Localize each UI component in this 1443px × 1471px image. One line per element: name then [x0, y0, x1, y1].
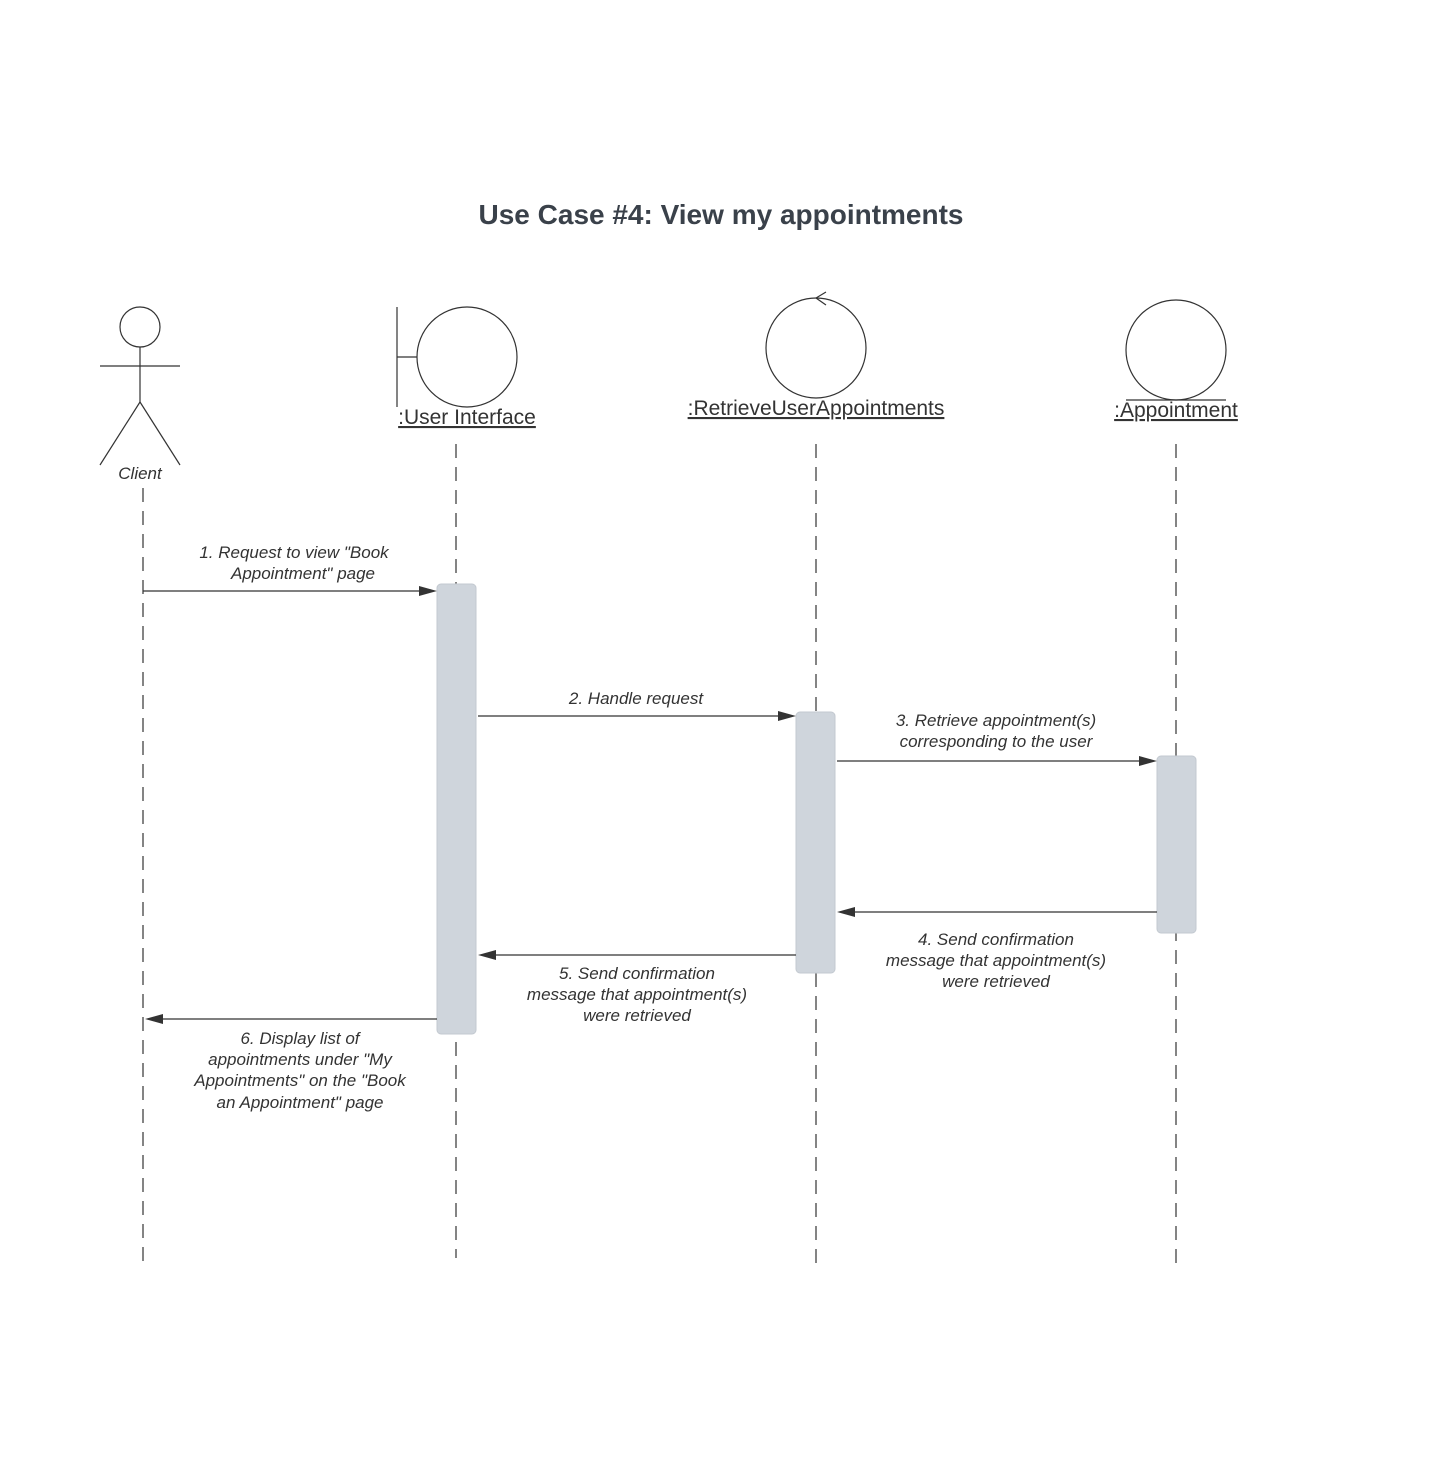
boundary-icon: [416, 306, 518, 408]
message-3-label: 3. Retrieve appointment(s): [896, 711, 1096, 730]
control-icon: [765, 297, 867, 399]
message-3: 3. Retrieve appointment(s) corresponding…: [837, 711, 1157, 766]
actor-client-label: Client: [118, 464, 163, 483]
message-6: 6. Display list of appointments under "M…: [145, 1014, 437, 1112]
message-3-arrowhead: [1139, 756, 1157, 766]
message-5-arrowhead: [478, 950, 496, 960]
activation-retrieve: [795, 711, 836, 974]
participant-appointment-label: :Appointment: [1114, 399, 1238, 422]
message-6-label: 6. Display list of: [240, 1029, 361, 1048]
message-2-label: 2. Handle request: [568, 689, 704, 708]
message-4-label: message that appointment(s): [886, 951, 1106, 970]
participant-retrieve-label: :RetrieveUserAppointments: [688, 397, 945, 420]
control-icon-arrow: [814, 291, 827, 306]
message-3-label: corresponding to the user: [900, 732, 1094, 751]
actor-client: Client: [99, 306, 181, 483]
message-4: 4. Send confirmation message that appoin…: [837, 907, 1157, 991]
diagram-title: Use Case #4: View my appointments: [479, 199, 964, 230]
activation-user-interface: [436, 583, 477, 1035]
message-5-label: message that appointment(s): [527, 985, 747, 1004]
message-5-label: were retrieved: [583, 1006, 691, 1025]
message-4-label: 4. Send confirmation: [918, 930, 1074, 949]
message-2: 2. Handle request: [478, 689, 796, 721]
entity-icon: [1125, 299, 1227, 401]
message-4-label: were retrieved: [942, 972, 1050, 991]
actor-head: [119, 306, 161, 348]
participant-user-interface-label: :User Interface: [398, 406, 536, 429]
message-5: 5. Send confirmation message that appoin…: [478, 950, 796, 1025]
message-1-label: 1. Request to view "Book: [199, 543, 390, 562]
participant-user-interface: :User Interface: [396, 306, 536, 429]
actor-right-leg: [139, 401, 181, 466]
message-2-arrowhead: [778, 711, 796, 721]
message-6-label: an Appointment" page: [216, 1093, 383, 1112]
message-1: 1. Request to view "Book Appointment" pa…: [143, 543, 437, 596]
message-1-arrowhead: [419, 586, 437, 596]
actor-left-leg: [99, 401, 141, 466]
message-6-label: appointments under "My: [208, 1050, 393, 1069]
participant-appointment: :Appointment: [1114, 299, 1238, 422]
participant-retrieve-user-appointments: :RetrieveUserAppointments: [688, 291, 945, 420]
message-5-label: 5. Send confirmation: [559, 964, 715, 983]
message-1-label: Appointment" page: [230, 564, 375, 583]
message-6-arrowhead: [145, 1014, 163, 1024]
activation-appointment: [1156, 755, 1197, 934]
message-4-arrowhead: [837, 907, 855, 917]
message-6-label: Appointments" on the "Book: [193, 1071, 407, 1090]
